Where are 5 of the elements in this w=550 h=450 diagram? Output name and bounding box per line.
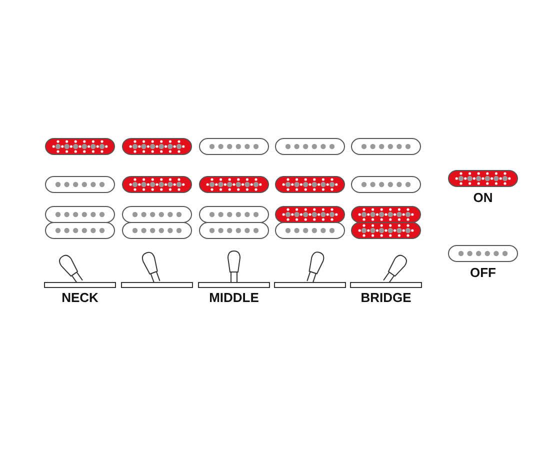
legend-label: OFF — [470, 265, 496, 280]
legend-label: ON — [473, 190, 493, 205]
position-label: MIDDLE — [209, 290, 259, 305]
position-label: NECK — [62, 290, 98, 305]
position-label: BRIDGE — [360, 290, 412, 305]
